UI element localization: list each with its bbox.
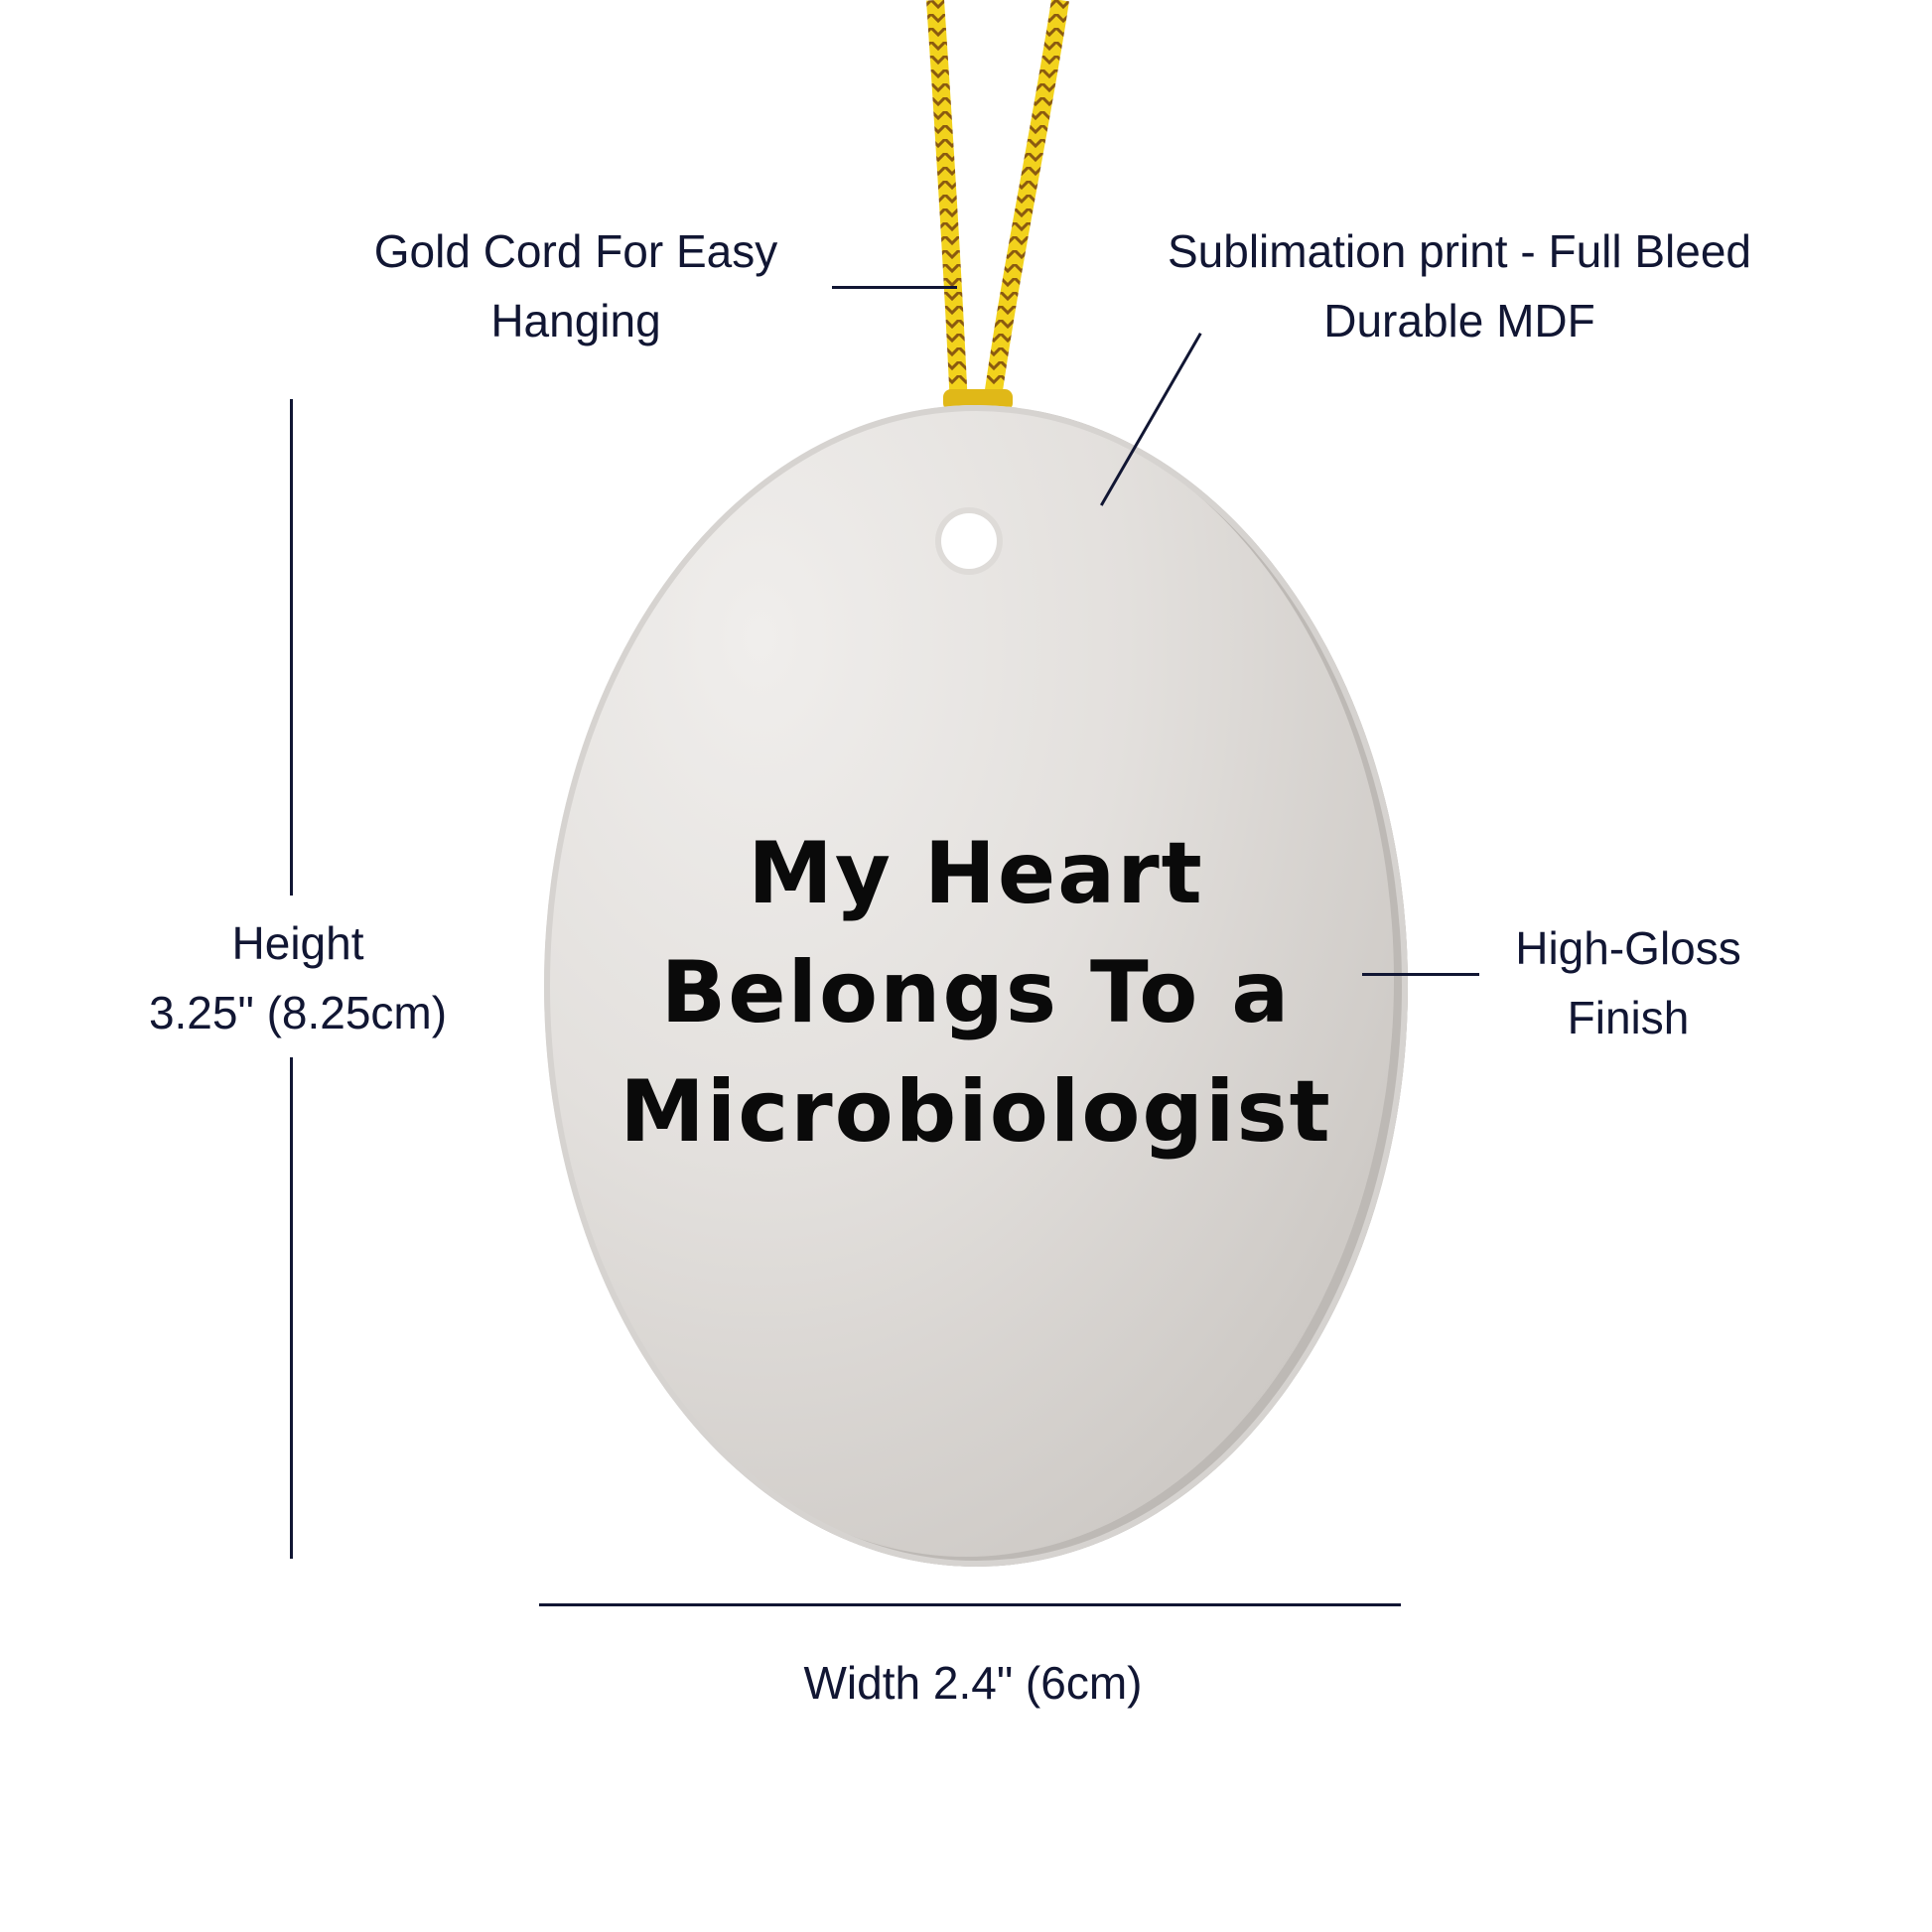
finish-leader-line	[1362, 973, 1479, 976]
cord-callout: Gold Cord For Easy Hanging	[328, 216, 824, 355]
height-callout: Height 3.25" (8.25cm)	[99, 908, 496, 1047]
ornament-print-text: My Heart Belongs To a Microbiologist	[544, 814, 1408, 1172]
height-callout-line2: 3.25" (8.25cm)	[148, 987, 448, 1038]
width-callout: Width 2.4" (6cm)	[675, 1648, 1271, 1718]
hanging-hole	[941, 513, 997, 569]
height-dimension-line-top	[290, 399, 293, 896]
print-callout-line1: Sublimation print - Full Bleed	[1167, 225, 1752, 277]
height-dimension-line-bottom	[290, 1057, 293, 1559]
cord-callout-line1: Gold Cord For Easy	[373, 225, 778, 277]
height-callout-line1: Height	[231, 917, 364, 969]
print-line-1: My Heart	[748, 824, 1204, 923]
width-callout-line1: Width 2.4" (6cm)	[803, 1657, 1143, 1709]
cord-leader-line	[832, 286, 957, 289]
print-line-3: Microbiologist	[620, 1062, 1332, 1162]
finish-callout-line1: High-Gloss	[1515, 922, 1741, 974]
cord-callout-line2: Hanging	[490, 295, 661, 346]
print-callout: Sublimation print - Full Bleed Durable M…	[1092, 216, 1827, 355]
print-line-2: Belongs To a	[660, 943, 1292, 1042]
ornament-body	[544, 405, 1408, 1567]
width-dimension-line	[539, 1603, 1401, 1606]
finish-callout: High-Gloss Finish	[1469, 913, 1787, 1052]
print-callout-line2: Durable MDF	[1323, 295, 1595, 346]
finish-callout-line2: Finish	[1567, 992, 1690, 1043]
